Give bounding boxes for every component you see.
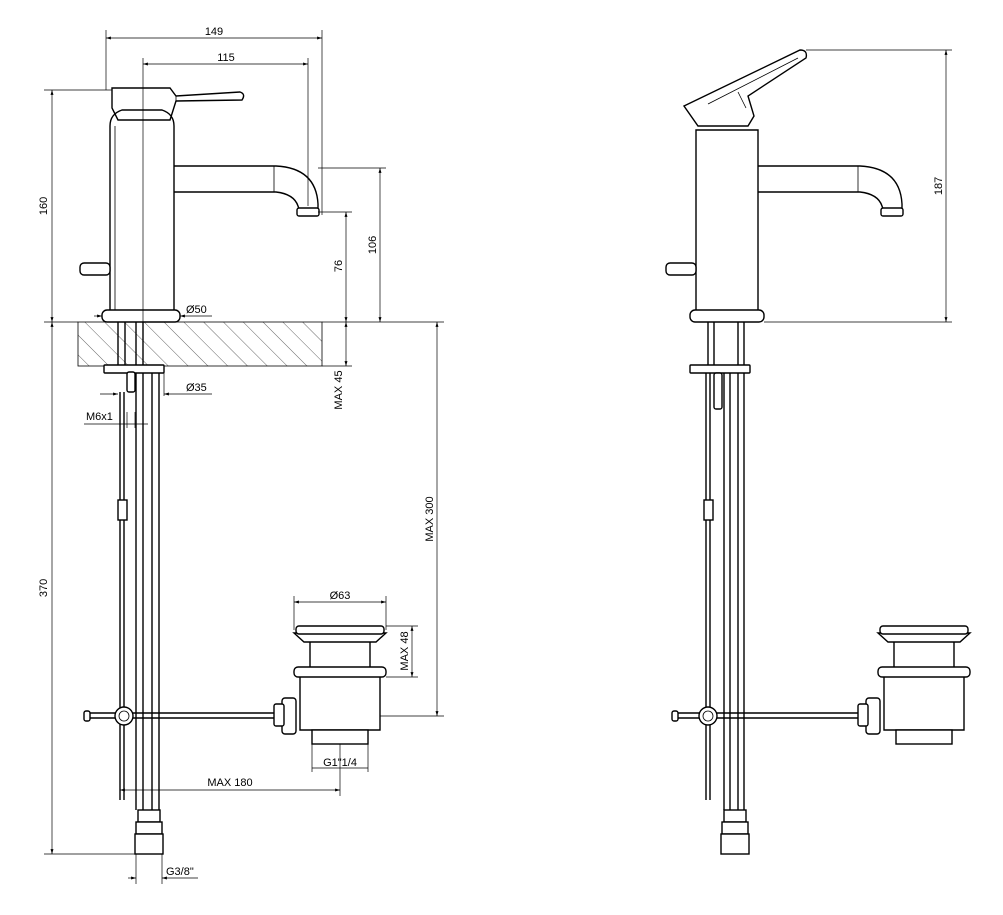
popup-knob-side: [665, 262, 697, 276]
lever-handle: [111, 87, 245, 121]
side-view: 187: [665, 49, 972, 855]
dim-thread-m6: M6x1: [86, 411, 113, 423]
popup-rod-side: [671, 373, 870, 800]
pop-up-waste-side: [857, 625, 972, 745]
dim-76: 76: [333, 260, 345, 272]
dim-max-300: MAX 300: [424, 496, 436, 541]
dim-max-45: MAX 45: [333, 370, 345, 409]
dim-370: 370: [38, 579, 50, 597]
dim-115: 115: [217, 52, 235, 64]
dim-160: 160: [38, 197, 50, 215]
dim-hole-diameter: Ø35: [186, 382, 207, 394]
dim-149: 149: [205, 26, 223, 38]
dim-max-180: MAX 180: [207, 777, 252, 789]
dimension-lines: [44, 30, 444, 884]
dim-187: 187: [933, 177, 945, 195]
front-view: 149 115 160 106 76 Ø50 Ø35 M6x1 MAX 45 M…: [38, 26, 444, 884]
dim-waste-thread: G1"1/4: [323, 757, 357, 769]
lever-handle-side: [682, 49, 808, 127]
spout: [174, 165, 320, 217]
countertop-section: [77, 321, 323, 367]
mixer-body-side: [689, 129, 765, 323]
dim-supply-thread: G3/8": [166, 866, 194, 878]
dim-waste-diameter: Ø63: [330, 590, 351, 602]
dim-base-diameter: Ø50: [186, 304, 207, 316]
pop-up-waste: [273, 625, 388, 745]
mixer-body: [101, 109, 181, 323]
dimension-lines-side: [764, 49, 952, 323]
dim-106: 106: [367, 236, 379, 254]
dim-max-48: MAX 48: [399, 631, 411, 670]
supply-hoses: [134, 373, 164, 855]
popup-rod: [83, 392, 285, 800]
fixing-assembly: [103, 322, 165, 393]
spout-side: [758, 165, 904, 217]
fixing-assembly-side: [689, 322, 751, 410]
popup-knob: [79, 262, 111, 276]
supply-hoses-side: [720, 373, 750, 855]
